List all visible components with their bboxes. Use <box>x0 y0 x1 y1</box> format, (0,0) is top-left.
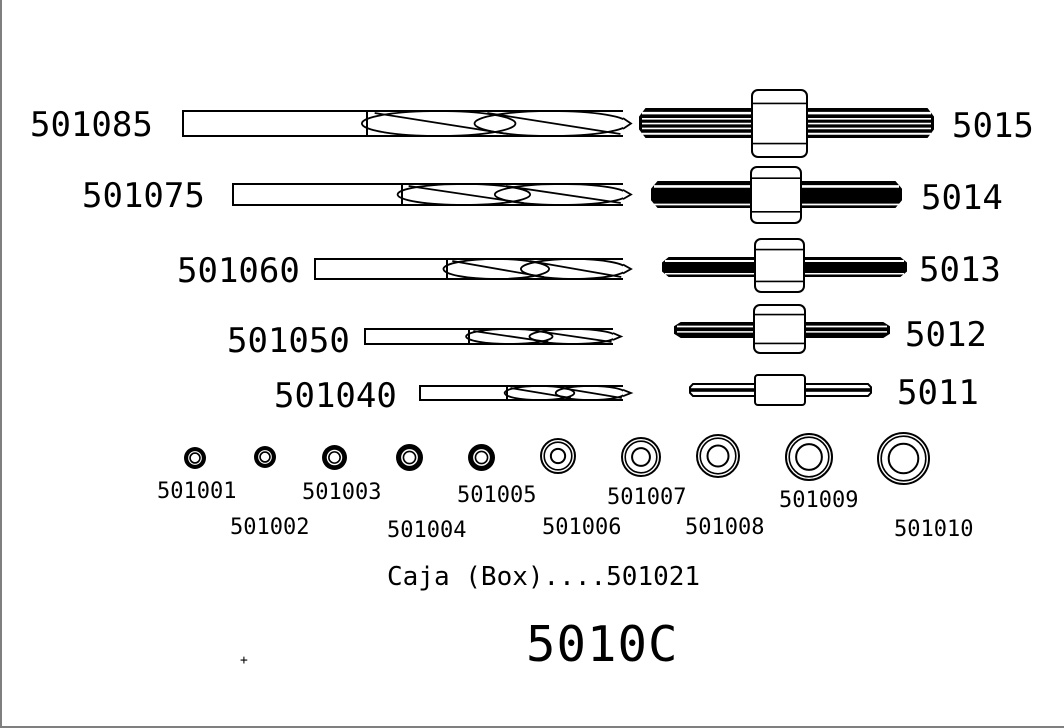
pin-vise-drawing-2 <box>651 166 902 224</box>
part-label-bushing-5: 501005 <box>457 483 537 508</box>
part-label-bushing-9: 501009 <box>779 488 859 513</box>
part-label-drill-4: 501050 <box>227 321 350 361</box>
part-label-pinvise-5015: 5015 <box>952 106 1034 146</box>
part-label-bushing-7: 501007 <box>607 485 687 510</box>
bushing-drawing-10 <box>875 430 932 487</box>
part-label-bushing-6: 501006 <box>542 515 622 540</box>
part-label-bushing-8: 501008 <box>685 515 765 540</box>
bushing-drawing-1 <box>181 444 209 472</box>
part-label-drill-1: 501085 <box>30 105 153 145</box>
bushing-drawing-6 <box>538 436 578 476</box>
part-label-pinvise-5012: 5012 <box>905 315 987 355</box>
pin-vise-drawing-3 <box>662 238 907 293</box>
box-note: Caja (Box)....501021 <box>387 562 701 592</box>
registration-mark: + <box>240 653 248 668</box>
drill-bit-drawing-2 <box>232 183 633 206</box>
drill-bit-drawing-3 <box>314 258 633 280</box>
part-label-drill-5: 501040 <box>274 376 397 416</box>
part-label-bushing-1: 501001 <box>157 479 237 504</box>
part-label-drill-3: 501060 <box>177 251 300 291</box>
part-label-pinvise-5014: 5014 <box>921 178 1003 218</box>
part-label-pinvise-5011: 5011 <box>897 373 979 413</box>
part-label-bushing-2: 501002 <box>230 515 310 540</box>
pin-vise-drawing-4 <box>674 304 890 354</box>
drill-bit-drawing-4 <box>364 328 624 345</box>
set-number-title: 5010C <box>526 616 679 673</box>
bushing-drawing-3 <box>319 442 350 473</box>
part-label-bushing-4: 501004 <box>387 518 467 543</box>
pin-vise-drawing-1 <box>639 89 934 158</box>
bushing-drawing-8 <box>694 432 742 480</box>
part-label-drill-2: 501075 <box>82 176 205 216</box>
part-label-bushing-10: 501010 <box>894 517 974 542</box>
bushing-drawing-4 <box>393 441 426 474</box>
bushing-drawing-5 <box>465 441 498 474</box>
pin-vise-drawing-5 <box>689 374 872 406</box>
bushing-drawing-2 <box>251 443 279 471</box>
part-label-bushing-3: 501003 <box>302 480 382 505</box>
drill-bit-drawing-1 <box>182 110 633 137</box>
drill-bit-drawing-5 <box>419 385 634 401</box>
bushing-drawing-9 <box>783 431 835 483</box>
bushing-drawing-7 <box>619 435 663 479</box>
part-label-pinvise-5013: 5013 <box>919 250 1001 290</box>
